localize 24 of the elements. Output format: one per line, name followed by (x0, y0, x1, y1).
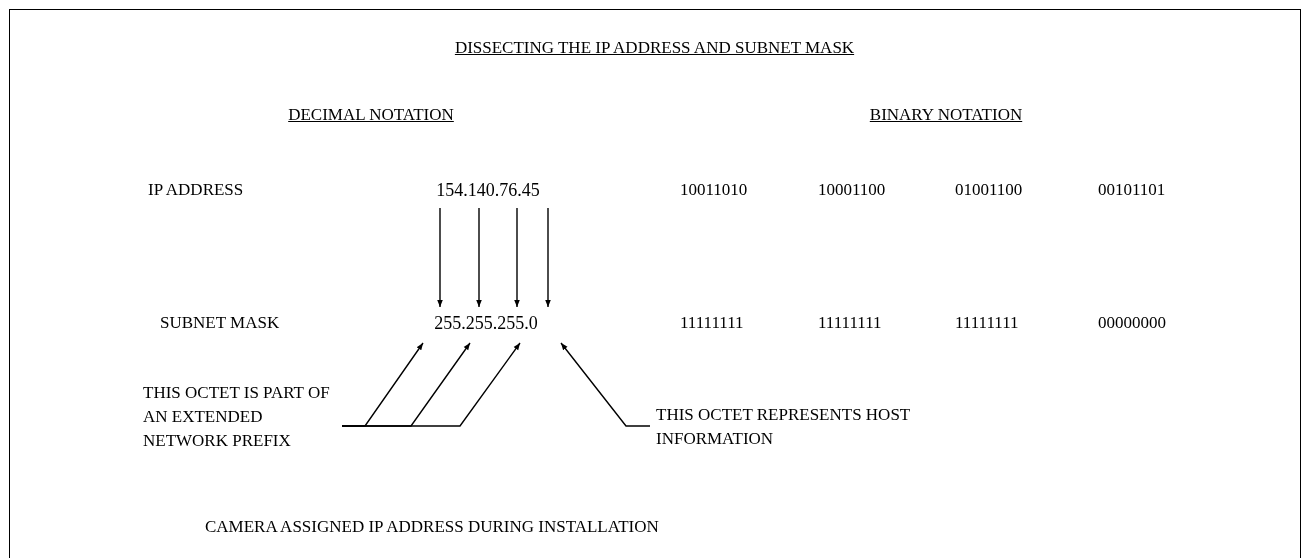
text-label: 11111111 (680, 313, 744, 333)
arrow (476, 207, 482, 308)
annotation-text: THIS OCTET IS PART OF AN EXTENDED NETWORK PREFIX (143, 381, 341, 456)
leader-arrow (560, 342, 651, 427)
arrow (437, 207, 443, 308)
column-heading: DECIMAL NOTATION (288, 105, 454, 125)
address-value: 154.140.76.45 (418, 178, 558, 202)
annotation-text: THIS OCTET REPRESENTS HOST INFORMATION (656, 403, 916, 455)
text-label: 11111111 (818, 313, 882, 333)
text-label: 10001100 (818, 180, 886, 200)
arrow (514, 207, 520, 308)
text-label: IP ADDRESS (148, 180, 244, 200)
arrow (545, 207, 551, 308)
leader-arrow (341, 342, 521, 427)
text-label: 10011010 (680, 180, 748, 200)
text-label: SUBNET MASK (160, 313, 280, 333)
text-label: 11111111 (955, 313, 1019, 333)
text-label: 01001100 (955, 180, 1023, 200)
column-heading: BINARY NOTATION (869, 105, 1023, 125)
caption: CAMERA ASSIGNED IP ADDRESS DURING INSTALLATION (205, 517, 659, 537)
address-value: 255.255.255.0 (416, 311, 556, 335)
diagram-title: DISSECTING THE IP ADDRESS AND SUBNET MASK (454, 38, 855, 57)
text-label: 00000000 (1098, 313, 1166, 333)
text-label: 00101101 (1098, 180, 1166, 200)
